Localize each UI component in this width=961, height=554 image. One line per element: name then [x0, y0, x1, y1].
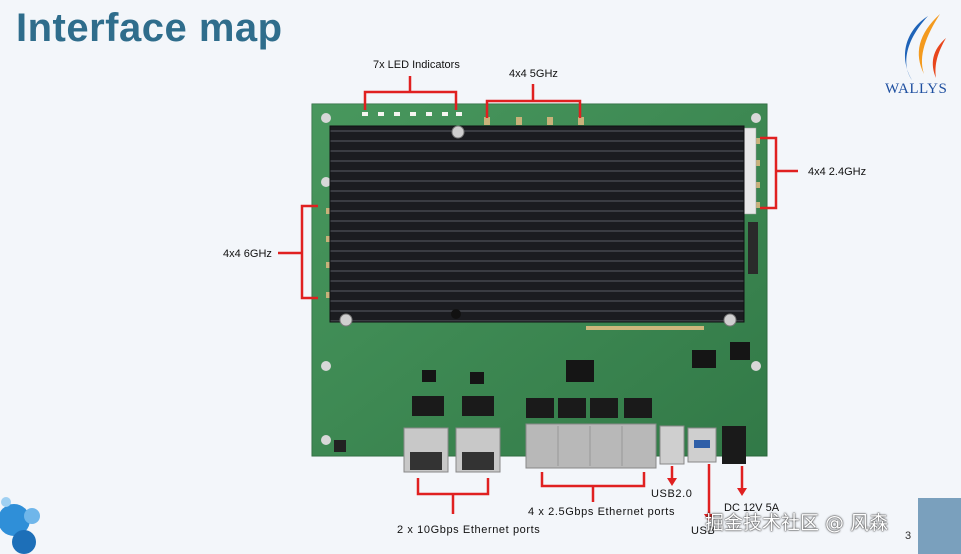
eth25g-bracket: [540, 472, 646, 502]
led-row: [362, 112, 462, 116]
heatsink: [329, 125, 745, 323]
ghz24-bracket: [760, 136, 798, 210]
usb2-port: [659, 425, 685, 465]
ethernet-10g-ports: [403, 427, 501, 473]
eth25g-label: 4 x 2.5Gbps Ethernet ports: [528, 506, 676, 518]
usb2-label: USB2.0: [651, 488, 693, 500]
corner-block: [918, 498, 961, 554]
ghz24-label: 4x4 2.4GHz: [808, 166, 867, 178]
wallys-logo-icon: [905, 14, 946, 80]
watermark-text: 掘金技术社区 @ 风森: [705, 512, 889, 534]
ghz5-label: 4x4 5GHz: [509, 68, 558, 80]
dc-jack: [722, 426, 746, 464]
usb3-label: USB: [691, 525, 716, 537]
dc-label: DC 12V 5A: [724, 502, 780, 514]
ghz6-label: 4x4 6GHz: [223, 248, 272, 260]
ghz5-bracket: [485, 84, 582, 118]
led-label: 7x LED Indicators: [373, 59, 460, 71]
page-title: Interface map: [16, 6, 283, 50]
eth10g-label: 2 x 10Gbps Ethernet ports: [397, 524, 541, 536]
led-bracket: [363, 76, 458, 110]
page-number: 3: [905, 530, 912, 542]
logo-text: WALLYS: [885, 81, 948, 97]
eth10g-bracket: [416, 478, 490, 514]
decorative-bubbles-icon: [0, 497, 40, 554]
ghz6-bracket: [278, 204, 318, 300]
ethernet-2-5g-ports: [525, 423, 657, 469]
